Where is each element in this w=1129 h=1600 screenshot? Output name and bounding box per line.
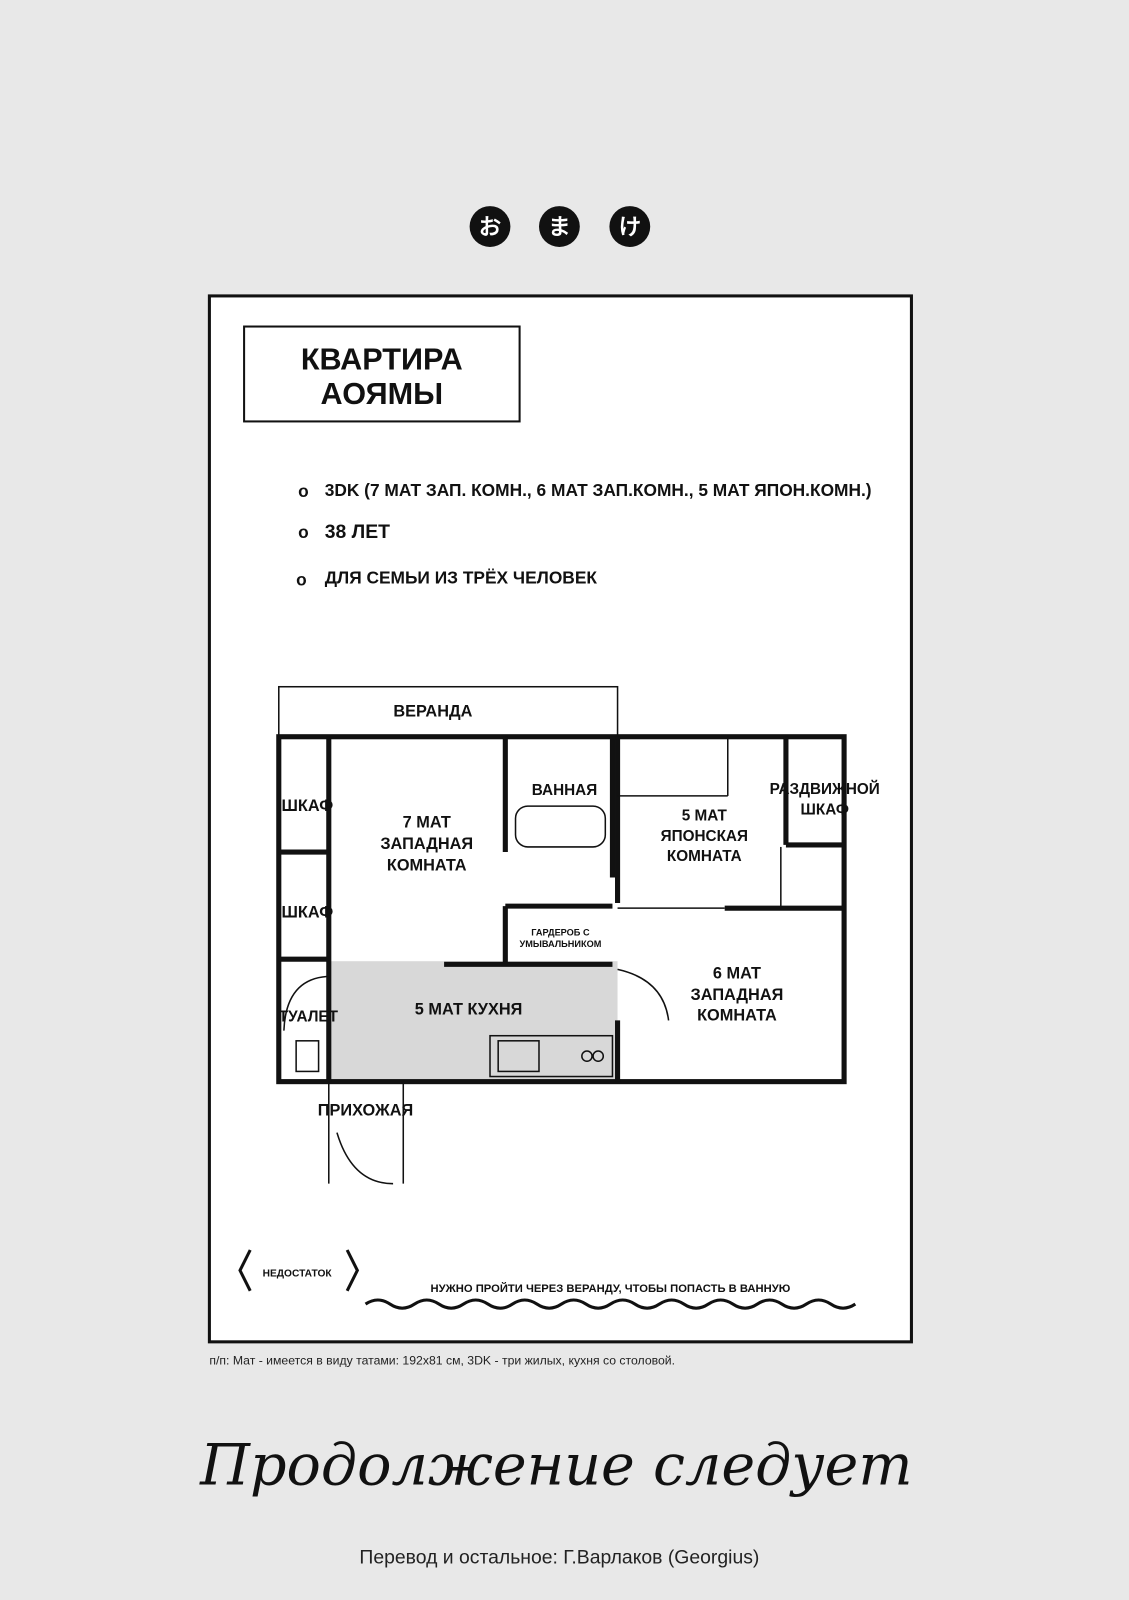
label-bath: ВАННАЯ	[532, 782, 597, 799]
bathtub	[514, 805, 607, 848]
wavy-underline	[364, 1298, 857, 1310]
feature-layout: 3DK (7 МАТ ЗАП. КОМН., 6 МАТ ЗАП.КОМН., …	[325, 480, 872, 500]
label-room7: ЗАПАДНАЯ	[380, 835, 473, 853]
label-closet: ШКАФ	[282, 903, 334, 921]
feature-age: 38 ЛЕТ	[325, 521, 390, 543]
label-wardrobe: УМЫВАЛЬНИКОМ	[519, 939, 601, 949]
omake-char: ま	[548, 215, 570, 240]
bullet: o	[296, 570, 307, 590]
label-closet: ШКАФ	[282, 797, 334, 815]
label-japanese-room: ЯПОНСКАЯ	[661, 828, 748, 845]
label-room6: ЗАПАДНАЯ	[691, 986, 784, 1004]
label-room7: КОМНАТА	[387, 856, 467, 874]
drawback-text: НУЖНО ПРОЙТИ ЧЕРЕЗ ВЕРАНДУ, ЧТОБЫ ПОПАСТ…	[431, 1282, 791, 1295]
omake-char: け	[619, 215, 641, 240]
bullet: o	[298, 481, 309, 501]
label-sliding-closet: ШКАФ	[800, 801, 848, 818]
credits: Перевод и остальное: Г.Варлаков (Georgiu…	[359, 1546, 759, 1568]
omake-header: お ま け	[469, 206, 651, 247]
label-sliding-closet: РАЗДВИЖНОЙ	[770, 780, 880, 798]
bracket-icon	[238, 1249, 360, 1292]
label-room6: 6 МАТ	[713, 965, 761, 983]
toilet-fixture	[295, 1040, 320, 1073]
label-hall: ПРИХОЖАЯ	[318, 1101, 414, 1119]
label-japanese-room: КОМНАТА	[667, 848, 742, 865]
label-toilet: ТУАЛЕТ	[279, 1008, 339, 1025]
kitchen-counter	[489, 1034, 614, 1078]
entrance-door	[328, 1081, 405, 1185]
drawback-label: НЕДОСТАТОК	[263, 1269, 333, 1280]
footnote: п/п: Мат - имеется в виду татами: 192x81…	[209, 1353, 675, 1367]
feature-family: ДЛЯ СЕМЬИ ИЗ ТРЁХ ЧЕЛОВЕК	[325, 568, 598, 588]
label-room7: 7 МАТ	[403, 814, 451, 832]
door-swing	[617, 968, 670, 1021]
label-room6: КОМНАТА	[697, 1006, 777, 1024]
label-japanese-room: 5 МАТ	[682, 807, 728, 824]
label-veranda: ВЕРАНДА	[393, 702, 472, 720]
panel-frame	[207, 294, 913, 1344]
omake-char: お	[479, 215, 501, 240]
label-kitchen: 5 МАТ КУХНЯ	[415, 1000, 523, 1018]
title-box	[243, 325, 521, 423]
bullet: o	[298, 522, 309, 542]
title-line1: КВАРТИРА	[301, 342, 463, 376]
label-wardrobe: ГАРДЕРОБ С	[531, 928, 590, 938]
to-be-continued: Продолжение следует	[199, 1433, 912, 1499]
floor-plan	[276, 685, 847, 1185]
title-line2: АОЯМЫ	[321, 377, 444, 411]
